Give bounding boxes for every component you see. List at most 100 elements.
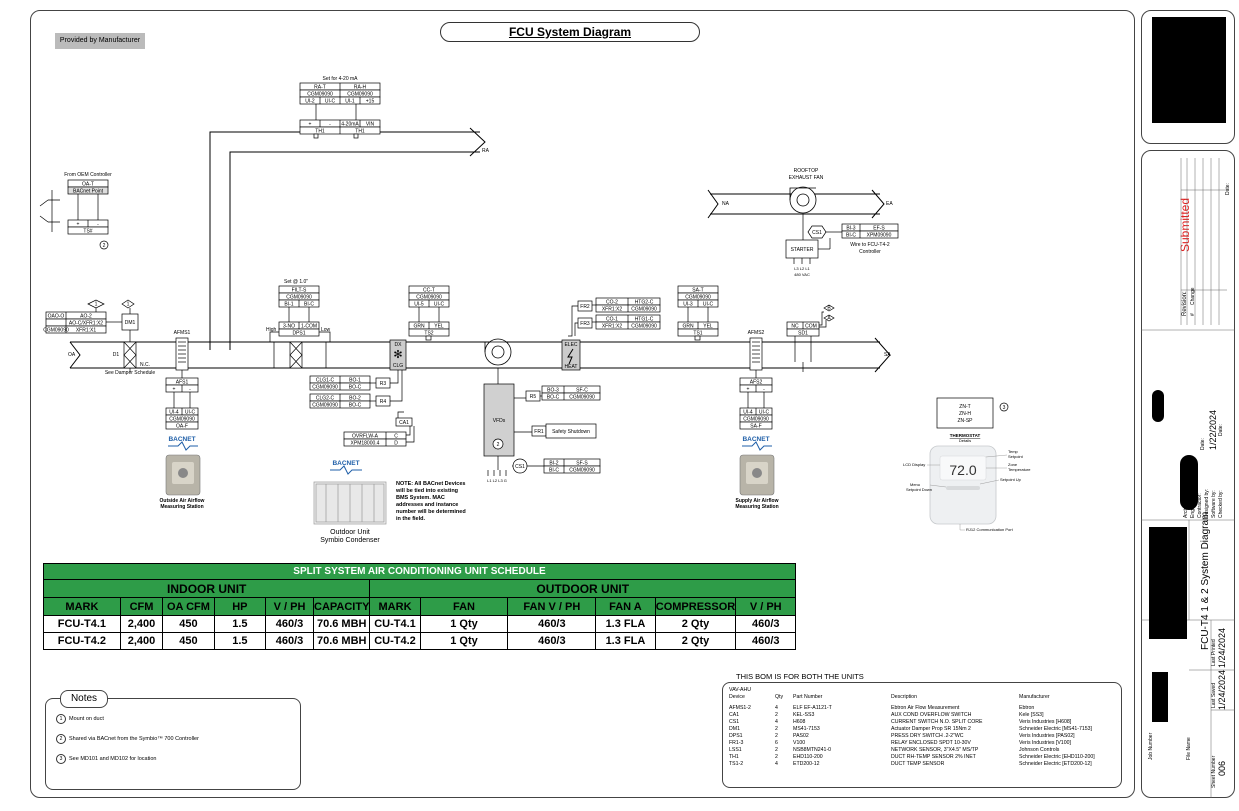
afms1-caption-1: Outside Air Airflow [160,498,205,504]
bom-cell: Actuator Damper Prop SR 15Nm 2 [891,726,971,732]
col-header: MARK [369,597,421,616]
clg1-cgm: CGM09090 [312,385,338,391]
tstat-title-2: Details [959,438,971,443]
redacted-signature-1 [1152,390,1164,422]
exhaust-title-1: ROOFTOP [794,168,819,174]
damper-point: OAO-O [48,314,65,320]
bom-cell: Veris Industries [PAS02] [1019,733,1075,739]
bom-cell: Schneider Electric [MS41-7153] [1019,726,1092,732]
ef-wire-2: Controller [859,249,881,255]
sa-t-point: SA-T [692,288,703,294]
bom-cell: PRESS DRY SWITCH .2-2"WC [891,733,964,739]
table-cell: 460/3 [264,632,315,650]
table-cell: 1.3 FLA [595,632,656,650]
zn-sp: ZN-SP [958,418,974,424]
redacted-logo [1152,17,1226,123]
note-text: Mount on duct [69,716,104,722]
elec-label: ELEC [564,342,577,348]
filt-low: Low [321,327,331,333]
ra-note: Set for 4-20 mA [322,76,358,82]
damper-marker-2: 1 [127,302,130,308]
nc-label: N.C. [140,362,150,368]
afs2-minus: - [763,387,765,393]
logo-frame [1141,10,1235,144]
ra-t-point: RA-T [314,85,326,91]
bacnet-note-4: addresses and instance [396,502,458,508]
heat-htg2: HTG2-C [635,300,654,306]
oem-term-minus: - [97,222,99,228]
bom-cell: Schneider Electric [EHD110-200] [1019,754,1095,760]
cc-io-2: UI-C [434,302,445,308]
tstat-temp-2: Setpoint [1008,454,1024,459]
heat-cgm-1: CGM09090 [631,307,657,313]
zn-t: ZN-T [959,404,970,410]
checked-label: Checked by: [1218,490,1224,518]
tstat-temp-1: Temp [1008,449,1019,454]
ca1-label: CA1 [399,420,409,426]
table-cell: 450 [162,632,215,650]
bom-cell: 4 [775,705,778,711]
afms2-bacnet-logo: BACNET [742,436,769,443]
afs1-minus: - [189,387,191,393]
bom-cell: Schneider Electric [ETD200-12] [1019,761,1092,767]
date-label-1: Date: [1200,438,1206,450]
th1-right: TH1 [355,129,365,135]
bom-cell: H608 [793,719,806,725]
sd-nc: NC [791,324,799,330]
sd1-label: SD1 [798,331,808,337]
fan-note-num: 2 [497,442,500,448]
cc-cgm: CGM09090 [416,295,442,301]
cc-io-1: UI-5 [414,302,424,308]
sd-com: COM [805,324,817,330]
ra-cgm-1: CGM09090 [307,92,333,98]
ef-bic: BI-C [846,233,856,239]
filt-point: FILT-S [292,288,307,294]
afs1-cgm: CGM09090 [169,417,195,423]
bom-cell: CS1 [729,719,740,725]
fr3-label: FR3 [580,321,590,327]
afms2-device-picture [739,454,775,496]
table-cell: 460/3 [507,632,597,650]
last-printed: 1/24/2024 [1217,627,1227,668]
afs2-point: SA-F [750,424,761,430]
bom-cell: Kele [SS3] [1019,712,1044,718]
bom-cell: 2 [775,733,778,739]
tstat-title-1: THERMOSTAT [950,433,981,438]
tstat-menu-1: Menu [910,482,920,487]
afms1-bacnet-logo: BACNET [168,436,195,443]
bom-header-device: Device [729,694,745,700]
table-cell: FCU-T4.1 [43,615,121,633]
heat-cgm-2: CGM09090 [631,324,657,330]
sa-wire-yel: YEL [703,324,713,330]
ra-term-2: - [329,122,331,128]
col-header: MARK [43,597,121,616]
ra-term-4: VIN [366,122,375,128]
bom-cell: CURRENT SWITCH N.O. SPLIT CORE [891,719,983,725]
tstat-setup: Setpoint Up [1000,477,1022,482]
zn-h: ZN-H [959,411,971,417]
ef-bi3: BI-3 [846,226,855,232]
bom-cell: RELAY ENCLOSED SPDT 10-30V [891,740,971,746]
ra-duct-top [209,131,480,350]
heat-xfr-1: XFR1:X2 [602,307,623,313]
bom-cell: KEL-SS3 [793,712,815,718]
software-label: Software by: [1211,490,1217,518]
sa-wire-grn: GRN [682,324,694,330]
ts2-label: TS2 [424,331,433,337]
afs1-io-2: UI-C [185,410,196,416]
thermostat-picture [929,445,997,525]
exhaust-cs1-label: CS1 [812,230,822,236]
bom-header-part: Part Number [793,694,823,700]
cc-t-point: CC-T [423,288,435,294]
sfc-bo3: BO-3 [547,388,559,394]
schedule-title: SPLIT SYSTEM AIR CONDITIONING UNIT SCHED… [43,563,796,580]
filt-term-2: 1-COM [301,324,317,330]
table-cell: 1.5 [213,632,267,650]
zone-note-num: 3 [1003,405,1006,411]
note-number: 3 [56,754,66,764]
damper-cmd: AO-2 [80,314,92,320]
table-cell: 1.3 FLA [595,615,656,633]
sfc-point: SF-C [576,388,588,394]
